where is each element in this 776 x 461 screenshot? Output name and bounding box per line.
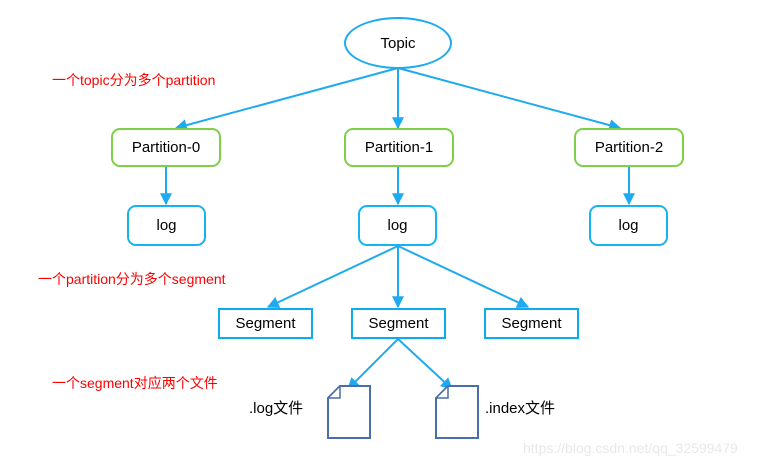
node-partition-0-label: Partition-0	[131, 139, 201, 156]
node-segment-1[interactable]: Segment	[351, 308, 446, 339]
index-file-label: .index文件	[485, 400, 556, 417]
node-topic[interactable]: Topic	[344, 17, 452, 69]
annotation-partition-segment: 一个partition分为多个segment	[38, 271, 226, 287]
node-partition-2[interactable]: Partition-2	[574, 128, 684, 167]
edge-log-to-segment-0	[266, 245, 399, 308]
annotation-segment-files: 一个segment对应两个文件	[52, 375, 218, 391]
node-log-2-label: log	[618, 217, 639, 234]
edge-topic-to-partition-2	[397, 67, 622, 131]
index-file-icon[interactable]	[435, 385, 479, 439]
node-partition-1[interactable]: Partition-1	[344, 128, 454, 167]
node-segment-1-label: Segment	[368, 315, 429, 332]
node-partition-0[interactable]: Partition-0	[111, 128, 221, 167]
log-file-label: .log文件	[249, 400, 304, 417]
node-partition-2-label: Partition-2	[594, 139, 664, 156]
annotation-topic-partition: 一个topic分为多个partition	[52, 72, 216, 88]
node-segment-2-label: Segment	[501, 315, 562, 332]
node-log-0[interactable]: log	[127, 205, 206, 246]
node-topic-label: Topic	[380, 34, 416, 52]
node-log-2[interactable]: log	[589, 205, 668, 246]
log-file-icon[interactable]	[327, 385, 371, 439]
node-segment-0-label: Segment	[235, 315, 296, 332]
node-log-1-label: log	[387, 217, 408, 234]
edge-segment-to-index-file	[397, 338, 453, 390]
node-log-0-label: log	[156, 217, 177, 234]
node-partition-1-label: Partition-1	[364, 139, 434, 156]
node-segment-0[interactable]: Segment	[218, 308, 313, 339]
node-log-1[interactable]: log	[358, 205, 437, 246]
node-segment-2[interactable]: Segment	[484, 308, 579, 339]
watermark: https://blog.csdn.net/qq_32599479	[523, 440, 738, 456]
edge-log-to-segment-2	[397, 245, 530, 308]
edge-segment-to-log-file	[347, 338, 399, 390]
